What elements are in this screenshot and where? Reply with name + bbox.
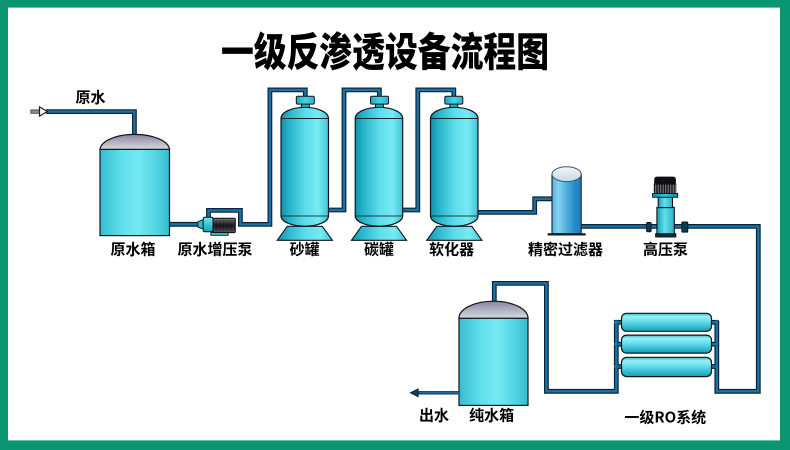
label-high-pressure-pump: 高压泵 — [642, 238, 689, 260]
label-raw-water-tank: 原水箱 — [110, 238, 156, 260]
booster-pump-motor — [212, 217, 236, 234]
precision-filter-body — [551, 173, 582, 235]
label-ro-system: 一级RO系统 — [624, 406, 707, 428]
label-pure-water-outlet: 出水 — [418, 404, 450, 426]
carbon-filter-vessel — [350, 95, 408, 241]
booster-pump-head — [202, 216, 214, 233]
carbon-filter-body — [354, 106, 404, 227]
hp-pump-neck — [657, 196, 674, 209]
hp-pump-motor-rib-lines — [655, 184, 676, 193]
frame-right — [780, 0, 790, 450]
hp-pump-right-flange — [681, 221, 689, 233]
sand-filter-vessel — [276, 95, 334, 241]
hp-pump-motor-flange — [652, 193, 679, 198]
label-booster-pump: 原水增压泵 — [177, 238, 253, 260]
frame-bottom — [0, 440, 790, 450]
raw-water-tank-body — [99, 148, 171, 237]
carbon-filter-cap — [370, 95, 389, 105]
pure-water-tank-dome — [458, 300, 529, 319]
label-precision-filter: 精密过滤器 — [527, 238, 604, 260]
sand-filter-body — [280, 106, 330, 227]
hp-pump-body — [656, 206, 675, 235]
precision-filter-base — [547, 233, 586, 236]
pipe-network — [46, 87, 761, 394]
softener-body — [429, 106, 479, 227]
booster-pump — [197, 216, 236, 236]
raw-water-tank-dome — [99, 133, 171, 150]
raw-water-tank — [99, 133, 171, 237]
ro-system — [620, 312, 713, 378]
softener-cap — [444, 95, 464, 105]
label-sand-filter: 砂罐 — [289, 238, 320, 260]
booster-pump-inlet-nozzle — [197, 218, 204, 230]
hp-pump-motor-cap — [654, 176, 676, 185]
precision-filter — [547, 166, 586, 236]
ro-membrane-1 — [620, 312, 713, 332]
label-softener: 软化器 — [429, 238, 475, 260]
sand-filter-cap — [295, 95, 315, 105]
ro-membrane-3 — [620, 356, 713, 378]
pure-water-tank-body — [458, 317, 529, 407]
precision-filter-cap — [551, 166, 582, 183]
high-pressure-pump — [646, 176, 689, 238]
pipe-softener-to-filter — [474, 196, 556, 215]
hp-pump-motor-ribs — [653, 183, 677, 194]
frame-top — [0, 0, 790, 8]
frame-left — [0, 0, 8, 450]
ro-membrane-2 — [620, 334, 713, 354]
label-raw-water-inlet: 原水 — [75, 86, 106, 108]
diagram-title: 一级反渗透设备流程图 — [221, 19, 549, 78]
booster-pump-motor-fins — [216, 219, 231, 232]
pure-water-outlet-arrow — [409, 388, 459, 398]
raw-water-inlet-arrow — [30, 105, 49, 118]
hp-pump-left-flange — [646, 221, 652, 233]
label-pure-water-tank: 纯水箱 — [469, 404, 515, 426]
label-carbon-filter: 碳罐 — [363, 238, 395, 260]
softener-vessel — [425, 95, 483, 241]
pure-water-tank — [458, 300, 529, 407]
